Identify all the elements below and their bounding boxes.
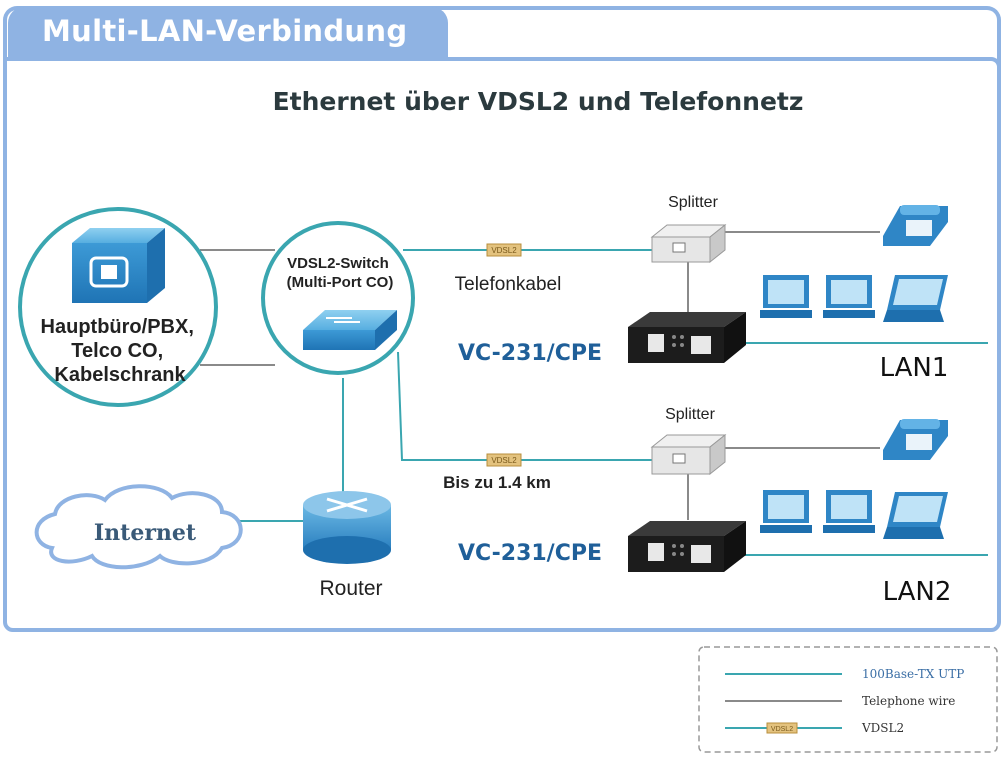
legend: 100Base-TX UTP Telephone wire VDSL2 VDSL… — [698, 646, 998, 753]
svg-text:VDSL2: VDSL2 — [771, 726, 793, 733]
cpe-device-1-icon — [628, 312, 746, 363]
vdsl-tag-2: VDSL2 — [486, 453, 522, 467]
splitter-2-icon — [650, 433, 727, 476]
lan2-computer-2-icon — [823, 490, 875, 533]
lan2-laptop-icon — [883, 492, 948, 539]
splitter-1-label: Splitter — [668, 194, 718, 211]
internet-label: Internet — [94, 520, 197, 546]
vdsl-line-2 — [397, 351, 652, 461]
hq-circle — [18, 207, 218, 407]
pbx-icon — [72, 228, 165, 303]
switch-icon — [303, 310, 397, 350]
legend-phone-label: Telephone wire — [862, 694, 955, 708]
telephone-2-icon — [883, 419, 948, 460]
diagram-frame — [3, 57, 1001, 632]
diagram-title: Multi-LAN-Verbindung — [42, 14, 408, 48]
legend-vdsl-label: VDSL2 — [861, 721, 904, 735]
switch-label-line1: VDSL2-Switch — [287, 255, 389, 272]
splitter-1-icon — [650, 223, 727, 264]
hq-label-line3: Kabelschrank — [54, 364, 186, 386]
lan2-label: LAN2 — [883, 577, 952, 607]
lan1-computer-1-icon — [760, 275, 812, 318]
title-tab — [8, 7, 448, 59]
legend-utp-label: 100Base-TX UTP — [862, 667, 964, 681]
router-icon — [303, 491, 391, 564]
hq-label-line1: Hauptbüro/PBX, — [41, 316, 194, 338]
lan1-laptop-icon — [883, 275, 948, 322]
hq-label-line2: Telco CO, — [71, 340, 163, 362]
switch-circle — [261, 221, 415, 375]
legend-vdsl-tag — [766, 722, 798, 734]
svg-text:VDSL2-Switch (Multi-Port: VDSL2-Switch (Multi-Port CO) — [287, 255, 394, 291]
telephone-1-icon — [883, 205, 948, 246]
vdsl-tag-1: VDSL2 — [486, 243, 522, 257]
svg-text:Hauptbüro/PBX, Telco CO,: Hauptbüro/PBX, Telco CO, Kabelschrank — [41, 316, 200, 386]
device-2-label: VC-231/CPE — [458, 541, 602, 566]
phone-cable-label: Telefonkabel — [455, 274, 562, 295]
router-label: Router — [319, 577, 382, 600]
telephone-wires — [200, 231, 880, 520]
svg-text:VDSL2: VDSL2 — [491, 456, 517, 465]
teal-wires — [238, 249, 988, 556]
svg-text:VDSL2: VDSL2 — [491, 246, 517, 255]
switch-label-line2: (Multi-Port CO) — [287, 274, 394, 291]
internet-cloud-icon — [34, 484, 243, 570]
splitter-2-label: Splitter — [665, 406, 715, 423]
lan1-label: LAN1 — [880, 353, 949, 383]
lan2-computer-1-icon — [760, 490, 812, 533]
cpe-device-2-icon — [628, 521, 746, 572]
lan1-computer-2-icon — [823, 275, 875, 318]
distance-label: Bis zu 1.4 km — [443, 473, 551, 492]
device-1-label: VC-231/CPE — [458, 341, 602, 366]
diagram-subtitle: Ethernet über VDSL2 und Telefonnetz — [273, 87, 804, 116]
title-frame — [3, 6, 1001, 70]
